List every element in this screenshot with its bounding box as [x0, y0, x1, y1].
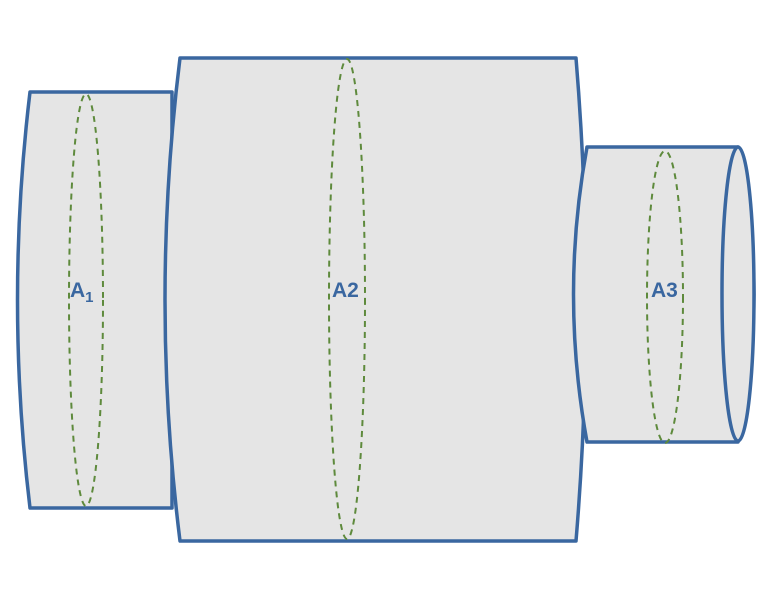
- pipe-section-2: [163, 56, 588, 543]
- cross-section-a1: [68, 93, 104, 507]
- pipe-section-1: [15, 90, 174, 510]
- cross-section-a2: [328, 58, 366, 540]
- label-a1: A1: [70, 279, 94, 306]
- cross-section-a3: [646, 150, 684, 444]
- label-a3: A3: [651, 279, 678, 302]
- label-a2: A2: [332, 279, 359, 302]
- pipe-end-opening: [720, 145, 756, 443]
